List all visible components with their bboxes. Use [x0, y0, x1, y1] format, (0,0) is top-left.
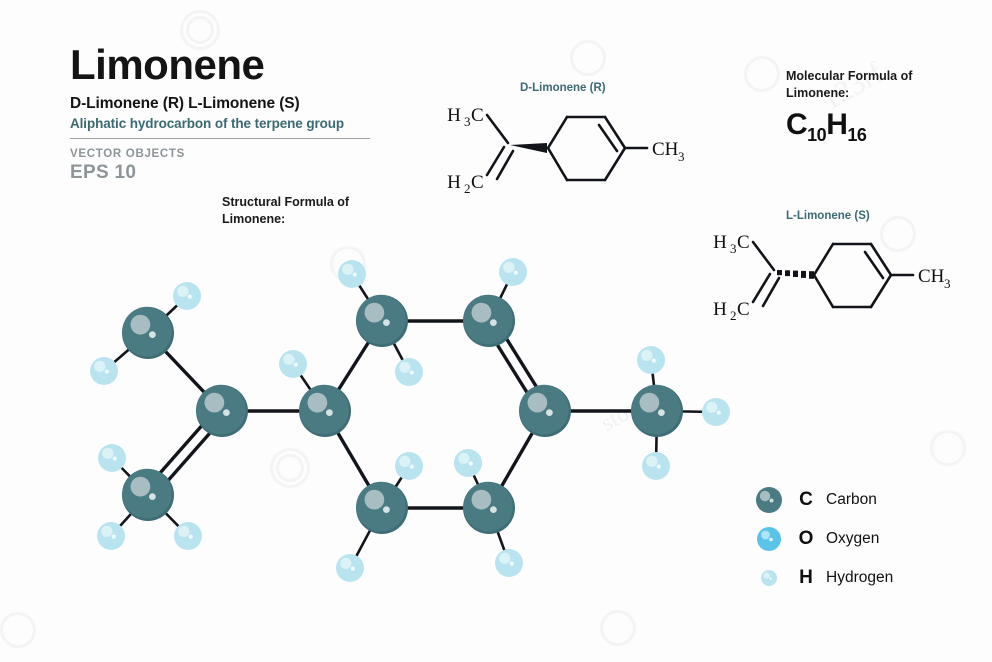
title-divider — [70, 138, 370, 139]
legend-item-carbon: C Carbon — [752, 480, 972, 519]
l-label-h2c: H — [713, 299, 727, 320]
page-subtitle: Aliphatic hydrocarbon of the terpene gro… — [70, 116, 345, 131]
legend-item-oxygen: O Oxygen — [752, 519, 972, 558]
hydrogen-atom — [454, 449, 482, 477]
hydrogen-atom — [90, 357, 118, 385]
d-label-h3c: H — [447, 105, 461, 126]
hydrogen-atom — [279, 350, 307, 378]
title-block: Limonene D-Limonene (R) L-Limonene (S) A… — [70, 44, 380, 184]
hydrogen-atom — [495, 549, 523, 577]
molecular-formula: C10H16 — [786, 108, 867, 146]
hydrogen-atom — [637, 346, 665, 374]
hydrogen-atom — [702, 398, 730, 426]
hydrogen-atom — [173, 282, 201, 310]
enantiomer-names: D-Limonene (R) L-Limonene (S) — [70, 95, 300, 112]
l-label-h2c-sub: 2 — [730, 308, 737, 323]
l-limonene-caption: L-Limonene (S) — [786, 210, 870, 222]
d-limonene-skeletal-structure: H 3 C H 2 C CH 3 — [447, 105, 685, 196]
legend-name-hydrogen: Hydrogen — [826, 568, 894, 586]
structural-formula-caption: Structural Formula of Limonene: — [222, 195, 350, 226]
carbon-atom — [463, 294, 515, 347]
bold-wedge-bond — [510, 143, 547, 153]
l-label-h3c-sub: 3 — [730, 241, 737, 256]
l-label-ch3-sub: 3 — [944, 276, 951, 291]
hydrogen-atom — [395, 358, 423, 386]
carbon-atom — [631, 384, 683, 437]
carbon-atom — [356, 481, 408, 534]
l-label-h3c: H — [713, 232, 727, 253]
d-label-h2c-c: C — [471, 172, 484, 193]
oxygen-sphere-icon — [752, 524, 786, 554]
l-label-ch3: CH — [918, 266, 945, 287]
hashed-wedge-bond — [777, 270, 814, 279]
formula-count-hydrogen: 16 — [847, 125, 867, 145]
legend-symbol-oxygen: O — [798, 527, 814, 549]
hydrogen-atom — [336, 554, 364, 582]
legend-name-carbon: Carbon — [826, 490, 877, 508]
d-limonene-caption: D-Limonene (R) — [520, 82, 606, 94]
formula-element-hydrogen: H — [826, 108, 848, 141]
d-label-h2c-sub: 2 — [464, 181, 471, 196]
carbon-atom — [299, 384, 351, 437]
carbon-atom — [196, 384, 248, 437]
vector-objects-label: VECTOR OBJECTS — [70, 148, 186, 160]
molecular-formula-caption: Molecular Formula of Limonene: — [786, 69, 913, 100]
carbon-atom — [519, 384, 571, 437]
d-label-ch3-sub: 3 — [678, 149, 685, 164]
formula-element-carbon: C — [786, 108, 808, 141]
hydrogen-atom — [642, 452, 670, 480]
carbon-atom — [122, 306, 174, 359]
legend-symbol-carbon: C — [799, 488, 813, 510]
carbon-atom — [122, 468, 174, 521]
formula-count-carbon: 10 — [807, 125, 827, 145]
d-label-h3c-c: C — [471, 105, 484, 126]
hydrogen-atom — [97, 522, 125, 550]
carbon-sphere-icon — [752, 485, 786, 515]
atom-layer — [90, 258, 730, 582]
hydrogen-atom — [499, 258, 527, 286]
l-limonene-skeletal-structure: H 3 C H 2 C CH 3 — [713, 232, 951, 323]
page-title: Limonene — [70, 41, 265, 88]
carbon-atom — [463, 481, 515, 534]
legend-item-hydrogen: H Hydrogen — [752, 558, 972, 597]
atom-legend: C Carbon O Oxygen H — [752, 480, 972, 597]
d-label-h2c: H — [447, 172, 461, 193]
l-label-h2c-c: C — [737, 299, 750, 320]
bond-layer — [103, 271, 717, 569]
hydrogen-sphere-icon — [752, 563, 786, 593]
hydrogen-atom — [174, 522, 202, 550]
d-label-ch3: CH — [652, 139, 679, 160]
d-label-h3c-sub: 3 — [464, 114, 471, 129]
hydrogen-atom — [338, 260, 366, 288]
eps-version-label: EPS 10 — [70, 162, 137, 183]
hydrogen-atom — [395, 452, 423, 480]
legend-symbol-hydrogen: H — [799, 566, 813, 588]
l-label-h3c-c: C — [737, 232, 750, 253]
hydrogen-atom — [98, 444, 126, 472]
carbon-atom — [356, 294, 408, 347]
legend-name-oxygen: Oxygen — [826, 529, 880, 547]
